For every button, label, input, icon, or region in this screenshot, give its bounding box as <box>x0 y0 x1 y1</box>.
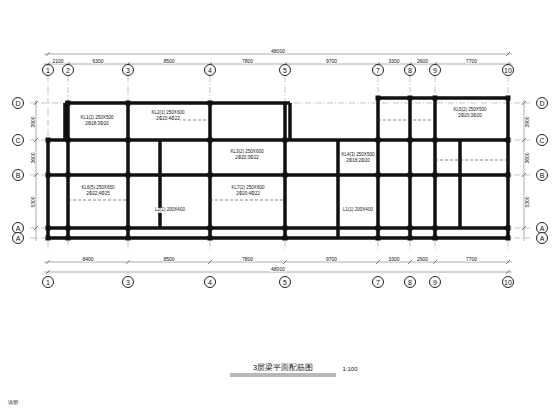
dimension-total: 48000 <box>270 267 286 272</box>
axis-bubble: 3 <box>122 276 134 288</box>
axis-label: 1 <box>46 279 50 286</box>
axis-bubble: 8 <box>404 64 416 76</box>
axis-label: A <box>540 225 545 232</box>
beam-label: 2Φ20;3Φ22 <box>234 156 259 161</box>
axis-label: B <box>540 172 545 179</box>
beam-label: KL7(2) 250X600 <box>231 186 266 191</box>
axis-label: 3 <box>126 67 130 74</box>
dimension-text: 3300 <box>387 257 400 262</box>
axis-label: C <box>539 137 544 144</box>
dimension-text: 5300 <box>525 195 530 208</box>
beam-label: 2Φ18;3Φ20 <box>84 122 109 127</box>
beam-label: 2Φ20;3Φ20 <box>457 114 482 119</box>
dimension-text: 3300 <box>387 59 400 64</box>
beam-label: 2Φ22;4Φ25 <box>85 192 110 197</box>
dimension-text: 7800 <box>241 257 254 262</box>
beam-label: 2Φ20;4Φ22 <box>235 192 260 197</box>
axis-label: 4 <box>208 67 212 74</box>
axis-bubble: 10 <box>502 64 514 76</box>
axis-bubble: 4 <box>204 276 216 288</box>
axis-label: A <box>540 235 545 242</box>
dimension-text: 7700 <box>465 257 478 262</box>
beam-label: 2Φ18;2Φ20 <box>345 159 370 164</box>
axis-label: D <box>539 100 544 107</box>
axis-label: 9 <box>433 279 437 286</box>
note-text: 说明: <box>7 400 20 405</box>
axis-label: C <box>15 137 20 144</box>
dimension-text: 5300 <box>31 195 36 208</box>
axis-bubble: 5 <box>279 276 291 288</box>
axis-bubble: 2 <box>62 64 74 76</box>
dimension-text: 9700 <box>325 257 338 262</box>
axis-bubble: B <box>12 169 24 181</box>
axis-bubble: 4 <box>204 64 216 76</box>
beam-label: KL6(5) 250X650 <box>81 186 116 191</box>
axis-bubble: 5 <box>279 64 291 76</box>
dimension-text: 8500 <box>162 59 175 64</box>
beam-label: KL2(1) 250X600 <box>151 111 186 116</box>
scale-text: 1:100 <box>341 366 358 372</box>
axis-label: D <box>15 100 20 107</box>
axis-label: 7 <box>376 67 380 74</box>
beam-label: KL3(2) 250X600 <box>230 150 265 155</box>
axis-label: 7 <box>376 279 380 286</box>
beam-label: KL4(3) 250X500 <box>341 153 376 158</box>
dimension-text: 2600 <box>416 257 429 262</box>
axis-bubble: B <box>536 169 548 181</box>
axis-label: 10 <box>504 279 512 286</box>
beam-label: KL5(2) 250X500 <box>453 108 488 113</box>
dimension-total: 48000 <box>270 49 286 54</box>
axis-bubble: 10 <box>502 276 514 288</box>
axis-label: 9 <box>433 67 437 74</box>
dimension-text: 3600 <box>525 151 530 164</box>
dimension-text: 8500 <box>162 257 175 262</box>
axis-label: B <box>16 172 21 179</box>
axis-label: 5 <box>283 67 287 74</box>
axis-bubble: 8 <box>404 276 416 288</box>
axis-bubble: C <box>12 134 24 146</box>
axis-label: 8 <box>408 279 412 286</box>
axis-bubble: 7 <box>372 64 384 76</box>
dimension-text: 2100 <box>51 59 64 64</box>
beam-label: KL1(2) 250X500 <box>80 116 115 121</box>
axis-bubble: 1 <box>42 64 54 76</box>
axis-bubble: 7 <box>372 276 384 288</box>
dimension-text: 8400 <box>81 257 94 262</box>
dimension-text: 3900 <box>31 115 36 128</box>
beam-label: 2Φ20;4Φ22 <box>155 117 180 122</box>
beam-label: L1(1) 200X400 <box>342 208 374 213</box>
axis-label: 8 <box>408 67 412 74</box>
axis-bubble: 1 <box>42 276 54 288</box>
dimension-text: 7800 <box>241 59 254 64</box>
axis-label: 3 <box>126 279 130 286</box>
axis-bubble: A <box>12 232 24 244</box>
drawing-title: 3层梁平面配筋图 <box>253 364 313 372</box>
axis-label: 5 <box>283 279 287 286</box>
axis-bubble: D <box>12 97 24 109</box>
beam-label: L2(1) 200X400 <box>154 208 186 213</box>
axis-label: 1 <box>46 67 50 74</box>
axis-bubble: 9 <box>429 64 441 76</box>
axis-label: 10 <box>504 67 512 74</box>
axis-bubble: 3 <box>122 64 134 76</box>
axis-bubble: A <box>536 232 548 244</box>
dimension-text: 2600 <box>416 59 429 64</box>
axis-label: A <box>16 225 21 232</box>
dimension-text: 3600 <box>31 151 36 164</box>
dimension-text: 9700 <box>325 59 338 64</box>
axis-bubble: D <box>536 97 548 109</box>
axis-bubble: C <box>536 134 548 146</box>
axis-label: A <box>16 235 21 242</box>
axis-label: 2 <box>66 67 70 74</box>
dimension-text: 7700 <box>465 59 478 64</box>
dimension-text: 6300 <box>91 59 104 64</box>
axis-label: 4 <box>208 279 212 286</box>
dimension-text: 3900 <box>525 115 530 128</box>
axis-bubble: 9 <box>429 276 441 288</box>
